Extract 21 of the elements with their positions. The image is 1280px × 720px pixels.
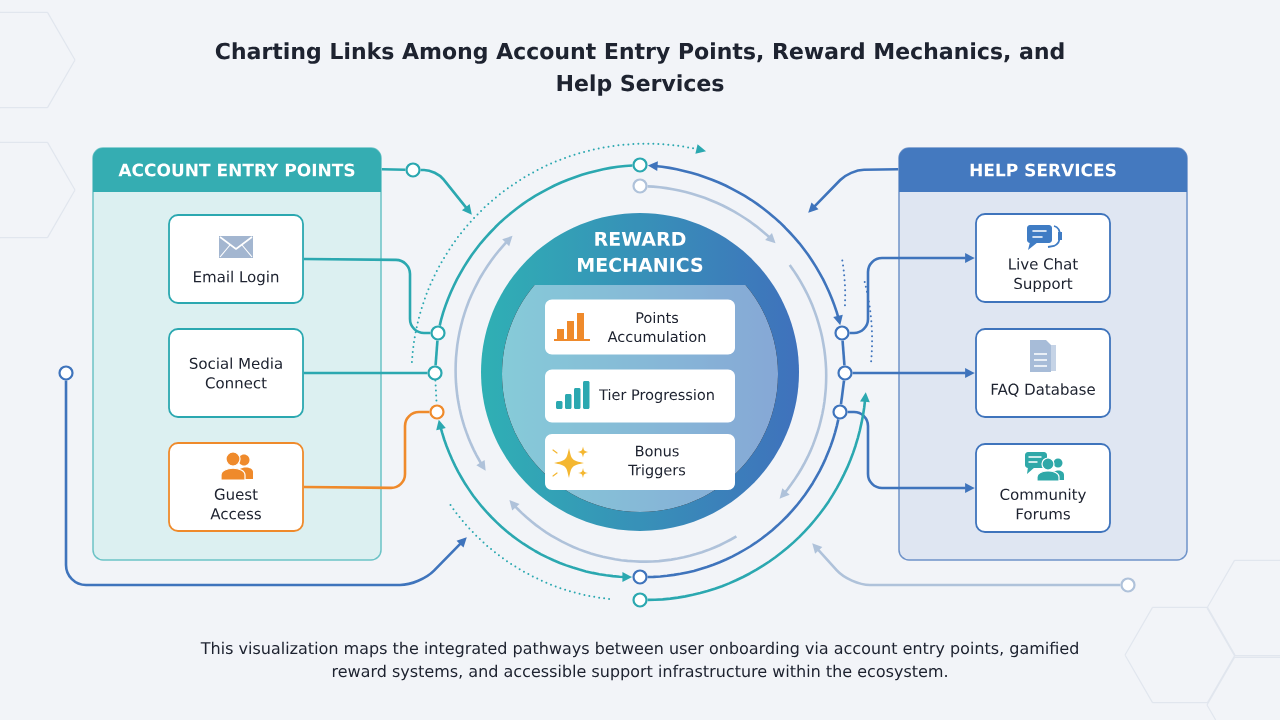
panel-header: HELP SERVICES bbox=[899, 148, 1187, 192]
connector-line bbox=[303, 257, 431, 335]
panel-header: ACCOUNT ENTRY POINTS bbox=[93, 148, 381, 192]
rounded-box: Bonus Triggers bbox=[545, 434, 735, 490]
connector-line bbox=[841, 340, 846, 366]
title: Charting Links Among Account Entry Points, Reward Mechanics, and Help Services bbox=[215, 42, 1064, 96]
rounded-box: Social Media Connect bbox=[168, 328, 304, 418]
connector-line bbox=[381, 167, 406, 172]
rounded-box: Live Chat Support bbox=[975, 213, 1111, 303]
rounded-box: Guest Access bbox=[168, 442, 304, 532]
arrow bbox=[64, 380, 467, 587]
connector-line bbox=[839, 380, 846, 405]
rounded-box: Tier Progression bbox=[545, 369, 735, 423]
connector-line bbox=[647, 419, 840, 579]
caption: This visualization maps the integrated pathways between user onboarding via account entry points, gamified reward systems, and accessible support infrastructure within the ecosystem. bbox=[200, 641, 1078, 681]
rounded-box: Community Forums bbox=[975, 443, 1111, 533]
connector-line bbox=[303, 410, 430, 490]
rounded-box: FAQ Database bbox=[975, 328, 1111, 418]
arrow bbox=[808, 167, 899, 213]
connector-line bbox=[303, 371, 428, 375]
rounded-box: Email Login bbox=[168, 214, 304, 304]
